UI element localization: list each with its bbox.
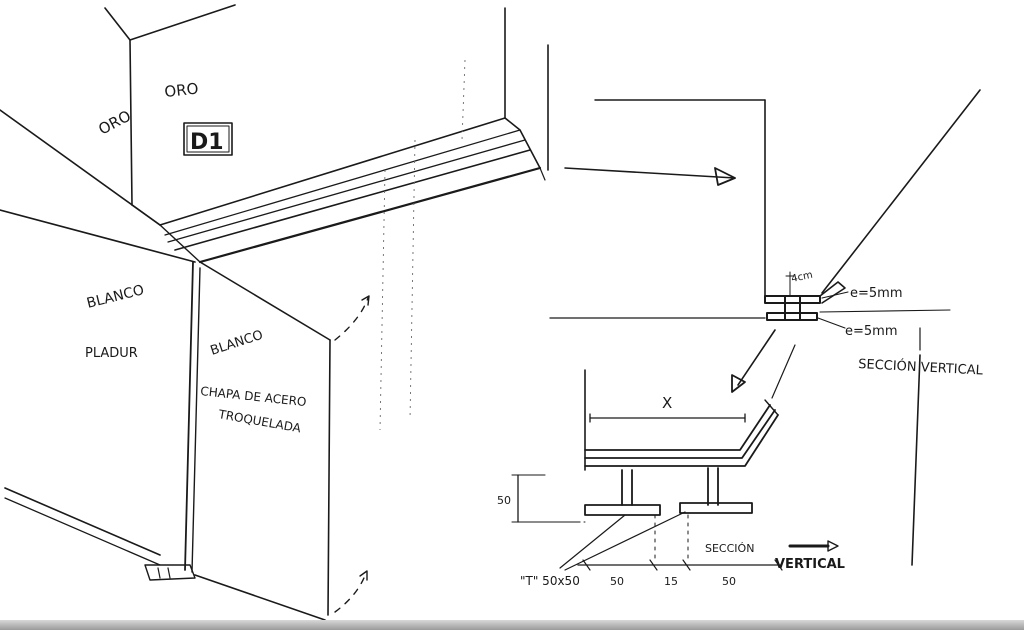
- dim-15: 15: [664, 575, 678, 588]
- section-label-upper: SECCIÓN VERTICAL: [858, 356, 984, 379]
- label-chapa-line1: CHAPA DE ACERO: [200, 384, 307, 409]
- label-pladur: PLADUR: [85, 346, 138, 361]
- dim-50-right: 50: [722, 575, 736, 588]
- thickness-upper: e=5mm: [850, 286, 903, 301]
- label-oro-left: ORO: [95, 107, 134, 139]
- detail-upper-section: [549, 89, 981, 566]
- label-blanco-right: BLANCO: [209, 328, 265, 359]
- scan-bottom-edge: [0, 620, 1024, 630]
- label-blanco-left: BLANCO: [85, 282, 146, 312]
- panel-tag-box: [183, 122, 233, 156]
- thickness-lower: e=5mm: [845, 324, 898, 339]
- panel-tag-d1: D1: [190, 130, 224, 155]
- detail-lower-section: [511, 369, 839, 571]
- dim-4cm: 4cm: [790, 270, 813, 285]
- dim-x: X: [662, 394, 672, 412]
- isometric-view: [0, 4, 736, 621]
- label-oro-right: ORO: [164, 80, 200, 101]
- profile-label: "T" 50x50: [520, 574, 580, 588]
- dim-50-vertical: 50: [497, 494, 511, 507]
- dim-50-left: 50: [610, 575, 624, 588]
- label-chapa-line2: TROQUELADA: [216, 407, 302, 436]
- section-label-lower-line1: SECCIÓN: [705, 542, 754, 555]
- section-label-lower-line2: VERTICAL: [775, 557, 845, 572]
